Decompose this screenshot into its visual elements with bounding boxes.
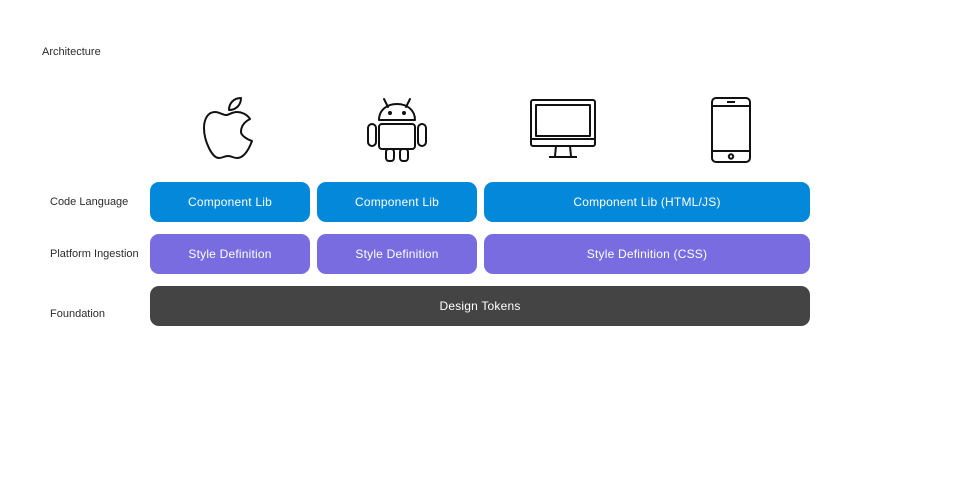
component-lib-web-block: Component Lib (HTML/JS) (484, 182, 810, 222)
apple-icon (199, 94, 261, 166)
row-label-platform-ingestion: Platform Ingestion (50, 248, 139, 260)
component-lib-ios-block: Component Lib (150, 182, 310, 222)
row-label-foundation: Foundation (50, 308, 106, 320)
android-icon (365, 94, 429, 166)
component-lib-android-block: Component Lib (317, 182, 477, 222)
row-label-code-language: Code Language (50, 196, 129, 208)
mobile-phone-icon (708, 94, 754, 166)
design-tokens-block: Design Tokens (150, 286, 810, 326)
diagram-title: Architecture (42, 46, 101, 58)
style-definition-android-block: Style Definition (317, 234, 477, 274)
style-definition-ios-block: Style Definition (150, 234, 310, 274)
desktop-monitor-icon (528, 94, 598, 166)
style-definition-web-block: Style Definition (CSS) (484, 234, 810, 274)
